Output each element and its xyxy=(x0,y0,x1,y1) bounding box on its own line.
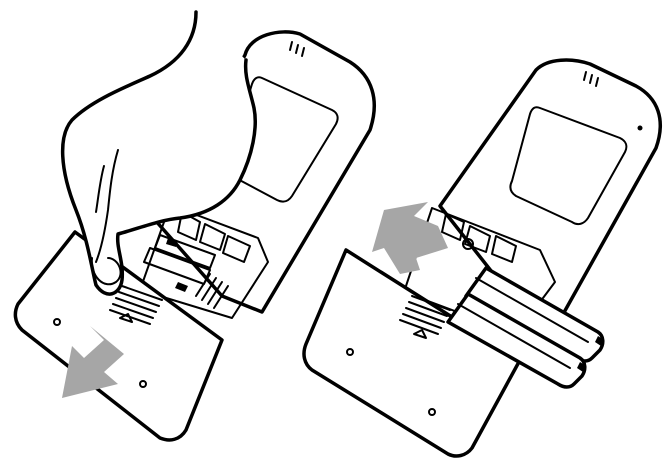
panel-insert-batteries xyxy=(302,58,662,458)
battery-cover-icon xyxy=(13,230,224,442)
hand-icon xyxy=(61,10,257,296)
battery-cover-icon xyxy=(302,248,522,458)
remote-control-icon xyxy=(139,30,376,319)
direction-arrow-icon xyxy=(372,202,448,274)
panel-remove-cover xyxy=(13,10,376,442)
direction-arrow-icon xyxy=(62,326,124,398)
battery-icon xyxy=(446,266,605,389)
remote-control-icon xyxy=(403,58,662,335)
